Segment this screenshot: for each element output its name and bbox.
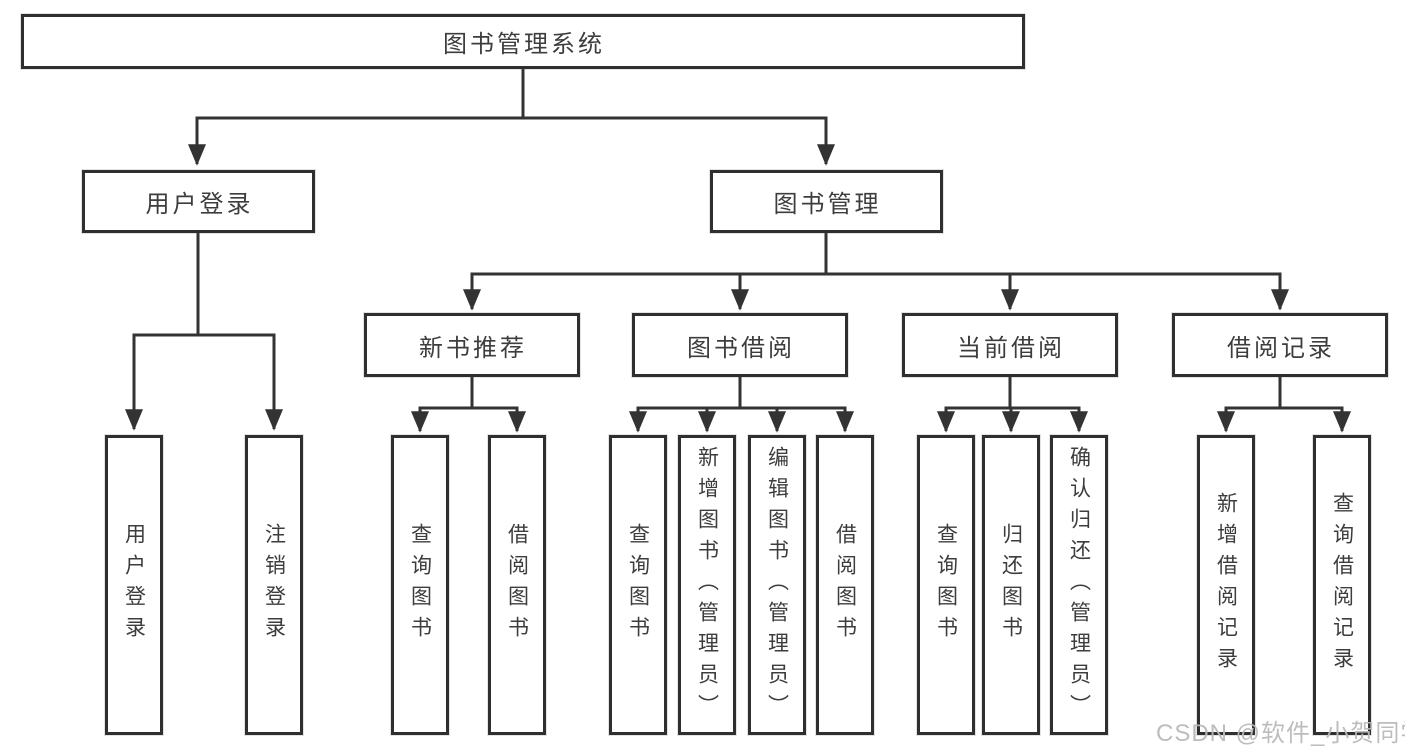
leaf-add-book-admin-label: 新增图书（管理员） [695,445,719,725]
leaf-query-borrow-record-label: 查询借阅记录 [1330,492,1354,678]
node-current-borrowing: 当前借阅 [902,313,1118,377]
leaf-query-books-current: 查询图书 [917,435,975,735]
node-borrowing-records-label: 借阅记录 [1227,334,1335,362]
leaf-query-books-borrowing-label: 查询图书 [626,523,650,647]
node-new-book-recommend: 新书推荐 [364,313,580,377]
node-library-system: 图书管理系统 [21,14,1025,69]
leaf-user-login: 用户登录 [105,435,163,735]
leaf-query-books-borrowing: 查询图书 [609,435,667,735]
node-book-management-label: 图书管理 [773,191,882,218]
leaf-query-books-recommend: 查询图书 [391,435,449,735]
node-new-book-recommend-label: 新书推荐 [419,334,527,362]
leaf-borrow-books-borrowing-label: 借阅图书 [833,523,857,647]
node-book-management: 图书管理 [710,170,943,233]
leaf-confirm-return-admin-label: 确认归还（管理员） [1067,445,1091,725]
leaf-borrow-books-borrowing: 借阅图书 [816,435,874,735]
leaf-user-login-label: 用户登录 [122,523,146,647]
edges-new-book-recommend [411,377,526,433]
csdn-watermark: CSDN @软件_小贺同学 [1156,720,1405,747]
leaf-edit-book-admin-label: 编辑图书（管理员） [765,445,789,725]
leaf-logout-login-label: 注销登录 [262,523,286,647]
edges-current-borrowing [937,377,1088,433]
edges-book-borrowing [629,377,854,433]
leaf-return-books-label: 归还图书 [999,523,1023,647]
edges-user-login [125,233,283,431]
leaf-confirm-return-admin: 确认归还（管理员） [1050,435,1108,735]
leaf-add-borrow-record: 新增借阅记录 [1197,435,1255,735]
node-book-borrowing: 图书借阅 [632,313,848,377]
node-current-borrowing-label: 当前借阅 [957,334,1065,362]
leaf-borrow-books-recommend: 借阅图书 [488,435,546,735]
edges-borrowing-records [1217,377,1351,433]
node-book-borrowing-label: 图书借阅 [687,334,795,362]
leaf-query-books-current-label: 查询图书 [934,523,958,647]
leaf-add-book-admin: 新增图书（管理员） [678,435,736,735]
edges-root [188,69,835,166]
leaf-edit-book-admin: 编辑图书（管理员） [748,435,806,735]
leaf-query-borrow-record: 查询借阅记录 [1313,435,1371,735]
node-borrowing-records: 借阅记录 [1172,313,1388,377]
leaf-add-borrow-record-label: 新增借阅记录 [1214,492,1238,678]
node-user-login-label: 用户登录 [145,191,254,218]
leaf-return-books: 归还图书 [982,435,1040,735]
leaf-logout-login: 注销登录 [245,435,303,735]
node-library-system-label: 图书管理系统 [443,31,605,58]
edges-book-management [463,233,1289,311]
leaf-query-books-recommend-label: 查询图书 [408,523,432,647]
leaf-borrow-books-recommend-label: 借阅图书 [505,523,529,647]
node-user-login: 用户登录 [82,170,315,233]
